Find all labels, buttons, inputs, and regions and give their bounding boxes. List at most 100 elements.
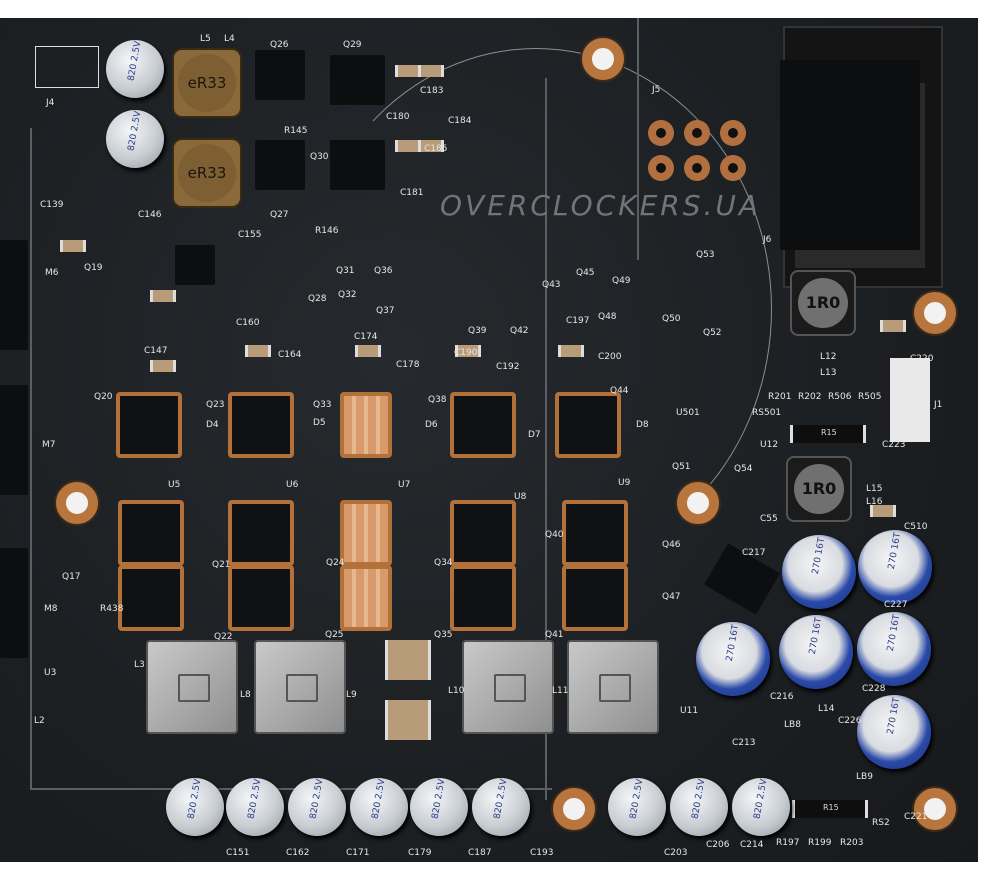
silkscreen-label: C155 — [238, 230, 262, 240]
silkscreen-label: Q39 — [468, 326, 487, 336]
polymer-capacitor: 820 2.5V — [350, 778, 408, 836]
silkscreen-label: D5 — [313, 418, 326, 428]
polymer-capacitor: 820 2.5V — [608, 778, 666, 836]
silkscreen-label: Q20 — [94, 392, 113, 402]
silkscreen-label: C171 — [346, 848, 370, 858]
silkscreen-label: C227 — [884, 600, 908, 610]
polymer-capacitor: 820 2.5V — [410, 778, 468, 836]
silkscreen-label: Q41 — [545, 630, 564, 640]
silkscreen-label: Q19 — [84, 263, 103, 273]
silkscreen-label: C213 — [732, 738, 756, 748]
mosfet — [228, 500, 294, 566]
silkscreen-label: C146 — [138, 210, 162, 220]
silkscreen-label: L13 — [820, 368, 837, 378]
mounting-hole — [914, 292, 956, 334]
silkscreen-label: M7 — [42, 440, 56, 450]
smd-capacitor — [355, 345, 381, 357]
smd-capacitor — [418, 65, 444, 77]
polymer-capacitor: 820 2.5V — [106, 40, 164, 98]
inductor-1r0: 1R0 — [790, 270, 856, 336]
silkscreen-label: C217 — [742, 548, 766, 558]
mosfet — [450, 565, 516, 631]
silkscreen-label: J6 — [763, 235, 772, 245]
silkscreen-label: Q51 — [672, 462, 691, 472]
mosfet-pad — [340, 500, 392, 566]
silkscreen-label: J1 — [934, 400, 943, 410]
silkscreen-label: L4 — [224, 34, 235, 44]
silkscreen-label: R438 — [100, 604, 124, 614]
silkscreen-label: Q22 — [214, 632, 233, 642]
silkscreen-label: Q46 — [662, 540, 681, 550]
silkscreen-label: Q27 — [270, 210, 289, 220]
silkscreen-label: Q53 — [696, 250, 715, 260]
mosfet — [228, 565, 294, 631]
connector-pin — [684, 120, 710, 146]
ic-chip — [175, 245, 215, 285]
polymer-capacitor: 820 2.5V — [288, 778, 346, 836]
silkscreen-label: C187 — [468, 848, 492, 858]
silkscreen-label: C510 — [904, 522, 928, 532]
electrolytic-capacitor: 270 16T — [857, 612, 931, 686]
silkscreen-label: U3 — [44, 668, 57, 678]
silkscreen-label: C214 — [740, 840, 764, 850]
connector-pin — [648, 120, 674, 146]
silkscreen-label: C223 — [882, 440, 906, 450]
silkscreen-label: U12 — [760, 440, 779, 450]
watermark: OVERCLOCKERS.UA — [440, 189, 762, 222]
smd-capacitor — [150, 360, 176, 372]
inductor-er33: eR33 — [172, 48, 242, 118]
connector-pin — [720, 155, 746, 181]
mosfet — [555, 392, 621, 458]
header-j1 — [890, 358, 930, 442]
silkscreen-line — [30, 128, 32, 790]
smd-capacitor — [455, 345, 481, 357]
silkscreen-label: Q26 — [270, 40, 289, 50]
mosfet — [118, 565, 184, 631]
choke-inductor — [462, 640, 554, 734]
silkscreen-label: R197 — [776, 838, 800, 848]
mosfet — [228, 392, 294, 458]
silkscreen-label: Q52 — [703, 328, 722, 338]
silkscreen-label: R202 — [798, 392, 822, 402]
mosfet — [116, 392, 182, 458]
silkscreen-label: Q36 — [374, 266, 393, 276]
mosfet — [562, 500, 628, 566]
silkscreen-label: LB9 — [856, 772, 873, 782]
silkscreen-label: U11 — [680, 706, 699, 716]
mosfet-pad — [340, 392, 392, 458]
silkscreen-label: Q17 — [62, 572, 81, 582]
silkscreen-label: C162 — [286, 848, 310, 858]
silkscreen-label: C174 — [354, 332, 378, 342]
header-j4 — [35, 46, 99, 88]
silkscreen-label: C185 — [424, 144, 448, 154]
silkscreen-label: C184 — [448, 116, 472, 126]
silkscreen-label: C181 — [400, 188, 424, 198]
polymer-capacitor: 820 2.5V — [106, 110, 164, 168]
silkscreen-label: L3 — [134, 660, 145, 670]
smd-pad — [385, 640, 431, 680]
silkscreen-label: Q50 — [662, 314, 681, 324]
sense-resistor: R15 — [792, 800, 868, 818]
silkscreen-label: U6 — [286, 480, 299, 490]
silkscreen-label: R146 — [315, 226, 339, 236]
silkscreen-label: Q48 — [598, 312, 617, 322]
smd-capacitor — [880, 320, 906, 332]
inductor-1r0: 1R0 — [786, 456, 852, 522]
silkscreen-label: D6 — [425, 420, 438, 430]
silkscreen-label: Q32 — [338, 290, 357, 300]
silkscreen-label: D8 — [636, 420, 649, 430]
electrolytic-capacitor: 270 16T — [779, 615, 853, 689]
silkscreen-label: L12 — [820, 352, 837, 362]
choke-inductor — [146, 640, 238, 734]
mounting-hole — [56, 482, 98, 524]
mosfet-pad — [340, 565, 392, 631]
electrolytic-capacitor: 270 16T — [857, 695, 931, 769]
silkscreen-label: Q34 — [434, 558, 453, 568]
silkscreen-label: Q29 — [343, 40, 362, 50]
silkscreen-label: C206 — [706, 840, 730, 850]
mounting-hole — [582, 38, 624, 80]
silkscreen-label: C179 — [408, 848, 432, 858]
silkscreen-label: M8 — [44, 604, 58, 614]
silkscreen-label: Q54 — [734, 464, 753, 474]
